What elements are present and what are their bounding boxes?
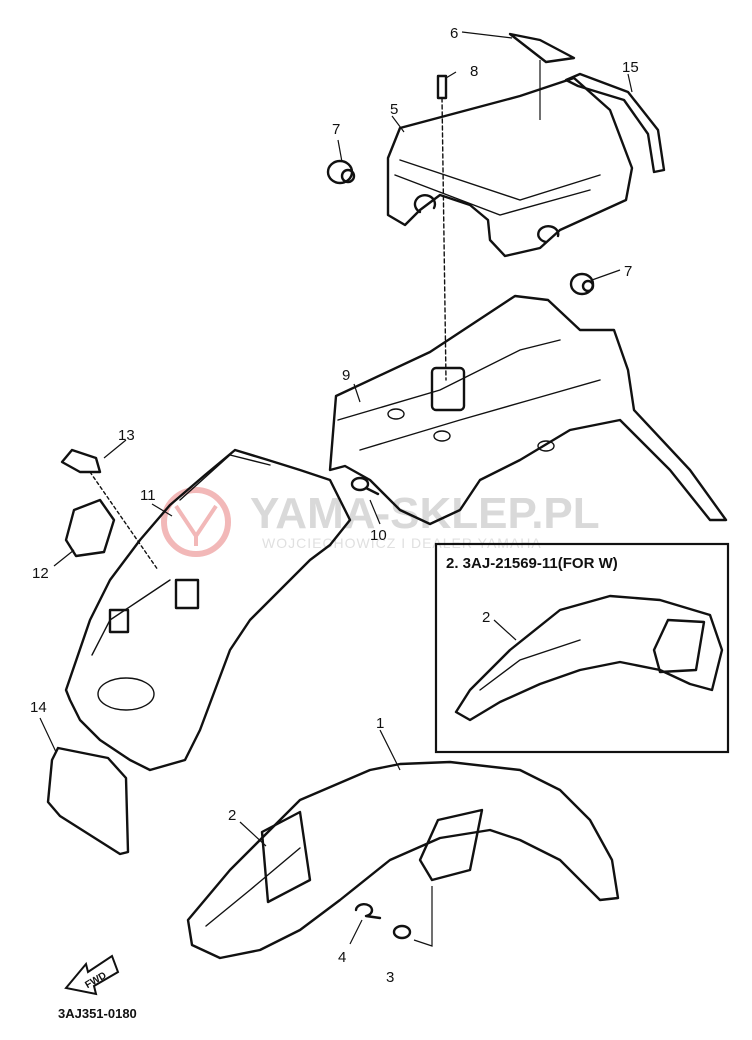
- callout-7-left: 7: [332, 121, 340, 138]
- watermark-logo-fork: [174, 504, 218, 546]
- inset-box: 2. 3AJ-21569-11(FOR W): [434, 542, 730, 754]
- part-bracket-13: [60, 448, 159, 571]
- leader-3-bracket: [413, 886, 433, 947]
- callout-3: 3: [386, 969, 394, 986]
- inset-title: 2. 3AJ-21569-11(FOR W): [446, 555, 618, 572]
- watermark: YAMA-SKLEP.PL WOJCIECHOWICZ I DEALER YAM…: [161, 487, 600, 557]
- part-seat-cowl: [386, 32, 666, 258]
- callout-13: 13: [118, 427, 135, 444]
- callout-6: 6: [450, 25, 458, 42]
- callout-2: 2: [228, 807, 236, 824]
- callout-5: 5: [390, 101, 398, 118]
- callout-10: 10: [370, 527, 387, 544]
- callout-2-inset: 2: [482, 609, 490, 626]
- part-inner-fender: [64, 448, 352, 772]
- watermark-subtext: WOJCIECHOWICZ I DEALER YAMAHA: [262, 535, 542, 551]
- part-plate-12: [53, 498, 116, 567]
- part-bolt-10: [350, 476, 380, 496]
- part-grommet-7: [326, 159, 595, 296]
- part-bracket-9: [328, 294, 728, 526]
- watermark-text: YAMA-SKLEP.PL: [250, 489, 600, 538]
- callout-8: 8: [470, 63, 478, 80]
- callout-15: 15: [622, 59, 639, 76]
- callout-14: 14: [30, 699, 47, 716]
- part-mudflap-14: [46, 746, 130, 856]
- leader-lines: [39, 31, 633, 945]
- part-rear-fender: [186, 760, 620, 960]
- callout-7-right: 7: [624, 263, 632, 280]
- callout-1: 1: [376, 715, 384, 732]
- watermark-logo: [161, 487, 231, 557]
- callout-labels: 1 2 2 3 4 5 6 7 7 8 9 10 11 12 13 14 15: [30, 25, 639, 986]
- callout-12: 12: [32, 565, 49, 582]
- part-nut-3: [392, 924, 412, 940]
- drawing-code: 3AJ351-0180: [58, 1006, 137, 1021]
- callout-9: 9: [342, 367, 350, 384]
- callout-4: 4: [338, 949, 346, 966]
- part-bolt-4: [354, 903, 382, 920]
- part-bolt-8: [436, 74, 448, 381]
- callout-11: 11: [140, 487, 156, 504]
- forward-arrow-icon: FWD: [64, 954, 120, 996]
